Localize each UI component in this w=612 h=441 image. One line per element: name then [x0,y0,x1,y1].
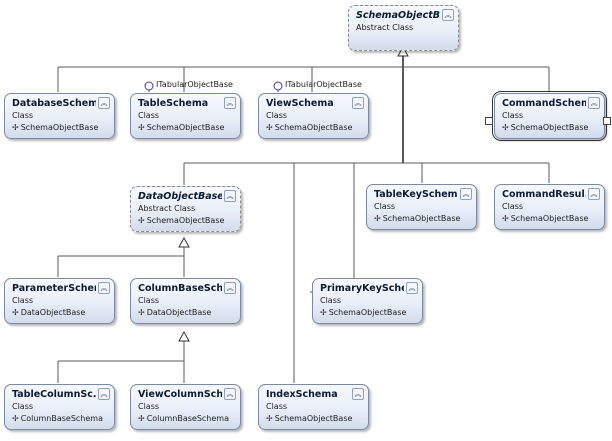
class-title: DataObjectBase [138,191,222,202]
class-stereotype: Abstract Class [138,204,196,213]
class-base: SchemaObjectBase [510,214,589,223]
class-stereotype: Class [138,296,160,305]
class-title: CommandSchema [502,98,586,109]
class-schema-object-base[interactable]: SchemaObjectBase ︽ Abstract Class [348,5,459,51]
chevron-up-double-icon[interactable]: ︽ [98,97,110,109]
inherit-arrow-icon: ✢ [12,123,19,132]
inherit-arrow-icon: ✢ [12,308,19,317]
lollipop-interface-icon [144,81,154,91]
inherit-arrow-icon: ✢ [374,214,381,223]
inherit-arrow-icon: ✢ [502,123,509,132]
class-title: DatabaseSchema [12,98,96,109]
resize-handle-right[interactable] [603,117,611,125]
class-title: ColumnBaseSch... [138,283,222,294]
class-title: CommandResul... [502,189,586,200]
class-base: SchemaObjectBase [20,123,99,132]
class-index-schema[interactable]: IndexSchema ︽ Class ✢SchemaObjectBase [258,384,369,430]
class-title: PrimaryKeySche... [320,283,404,294]
chevron-up-double-icon[interactable]: ︽ [98,388,110,400]
chevron-up-double-icon[interactable]: ︽ [442,9,454,21]
class-data-object-base[interactable]: DataObjectBase ︽ Abstract Class ✢SchemaO… [130,186,241,232]
class-command-result-schema[interactable]: CommandResul... ︽ Class ✢SchemaObjectBas… [494,184,605,230]
class-base: ColumnBaseSchema [146,414,229,423]
inherit-arrow-icon [178,330,190,342]
class-database-schema[interactable]: DatabaseSchema ︽ Class ✢SchemaObjectBase [4,93,115,139]
class-stereotype: Class [138,111,160,120]
chevron-up-double-icon[interactable]: ︽ [352,388,364,400]
interface-label-view: ITabularObjectBase [285,80,362,89]
class-base: DataObjectBase [146,308,212,317]
chevron-up-double-icon[interactable]: ︽ [98,282,110,294]
class-title: ViewSchema [266,98,334,109]
class-base: SchemaObjectBase [328,308,407,317]
class-title: IndexSchema [266,389,338,400]
inherit-arrow-icon: ✢ [266,414,273,423]
chevron-up-double-icon[interactable]: ︽ [224,190,236,202]
chevron-up-double-icon[interactable]: ︽ [224,388,236,400]
class-stereotype: Class [320,296,342,305]
chevron-up-double-icon[interactable]: ︽ [588,188,600,200]
inherit-arrow-icon: ✢ [266,123,273,132]
inherit-arrow-icon: ✢ [138,216,145,225]
class-title: ViewColumnSch... [138,389,222,400]
class-stereotype: Class [12,111,34,120]
class-title: TableKeySchema [374,189,458,200]
class-table-key-schema[interactable]: TableKeySchema ︽ Class ✢SchemaObjectBase [366,184,477,230]
class-stereotype: Class [502,111,524,120]
class-stereotype: Class [12,296,34,305]
class-base: ColumnBaseSchema [20,414,103,423]
class-base: SchemaObjectBase [274,123,353,132]
class-base: SchemaObjectBase [510,123,589,132]
class-base: SchemaObjectBase [274,414,353,423]
resize-handle-left[interactable] [485,117,493,125]
class-stereotype: Abstract Class [356,23,414,32]
class-primary-key-schema[interactable]: PrimaryKeySche... ︽ Class ✢SchemaObjectB… [312,278,423,324]
class-title: SchemaObjectBase [356,10,440,21]
class-stereotype: Class [266,111,288,120]
lollipop-interface-icon [273,81,283,91]
chevron-up-double-icon[interactable]: ︽ [588,97,600,109]
chevron-up-double-icon[interactable]: ︽ [224,282,236,294]
class-view-schema[interactable]: ViewSchema ︽ Class ✢SchemaObjectBase [258,93,369,139]
class-base: DataObjectBase [20,308,86,317]
inherit-arrow-icon: ✢ [138,414,145,423]
interface-label-table: ITabularObjectBase [156,80,233,89]
class-base: SchemaObjectBase [146,123,225,132]
class-parameter-schema[interactable]: ParameterSchema ︽ Class ✢DataObjectBase [4,278,115,324]
chevron-up-double-icon[interactable]: ︽ [406,282,418,294]
chevron-up-double-icon[interactable]: ︽ [224,97,236,109]
chevron-up-double-icon[interactable]: ︽ [460,188,472,200]
class-stereotype: Class [138,402,160,411]
inherit-arrow-icon: ✢ [12,414,19,423]
class-title: ParameterSchema [12,283,96,294]
class-stereotype: Class [374,202,396,211]
class-stereotype: Class [502,202,524,211]
inherit-arrow-icon: ✢ [138,123,145,132]
class-base: SchemaObjectBase [146,216,225,225]
class-title: TableColumnSc... [12,389,96,400]
class-stereotype: Class [266,402,288,411]
inherit-arrow-icon: ✢ [138,308,145,317]
class-base: SchemaObjectBase [382,214,461,223]
inherit-arrow-icon: ✢ [320,308,327,317]
class-table-schema[interactable]: TableSchema ︽ Class ✢SchemaObjectBase [130,93,241,139]
class-stereotype: Class [12,402,34,411]
inherit-arrow-icon [178,236,190,248]
class-table-column-schema[interactable]: TableColumnSc... ︽ Class ✢ColumnBaseSche… [4,384,115,430]
class-column-base-schema[interactable]: ColumnBaseSch... ︽ Class ✢DataObjectBase [130,278,241,324]
inherit-arrow-icon: ✢ [502,214,509,223]
chevron-up-double-icon[interactable]: ︽ [352,97,364,109]
class-view-column-schema[interactable]: ViewColumnSch... ︽ Class ✢ColumnBaseSche… [130,384,241,430]
inherit-arrow-icon [397,45,409,57]
class-title: TableSchema [138,98,209,109]
class-command-schema[interactable]: CommandSchema ︽ Class ✢SchemaObjectBase [492,91,607,141]
